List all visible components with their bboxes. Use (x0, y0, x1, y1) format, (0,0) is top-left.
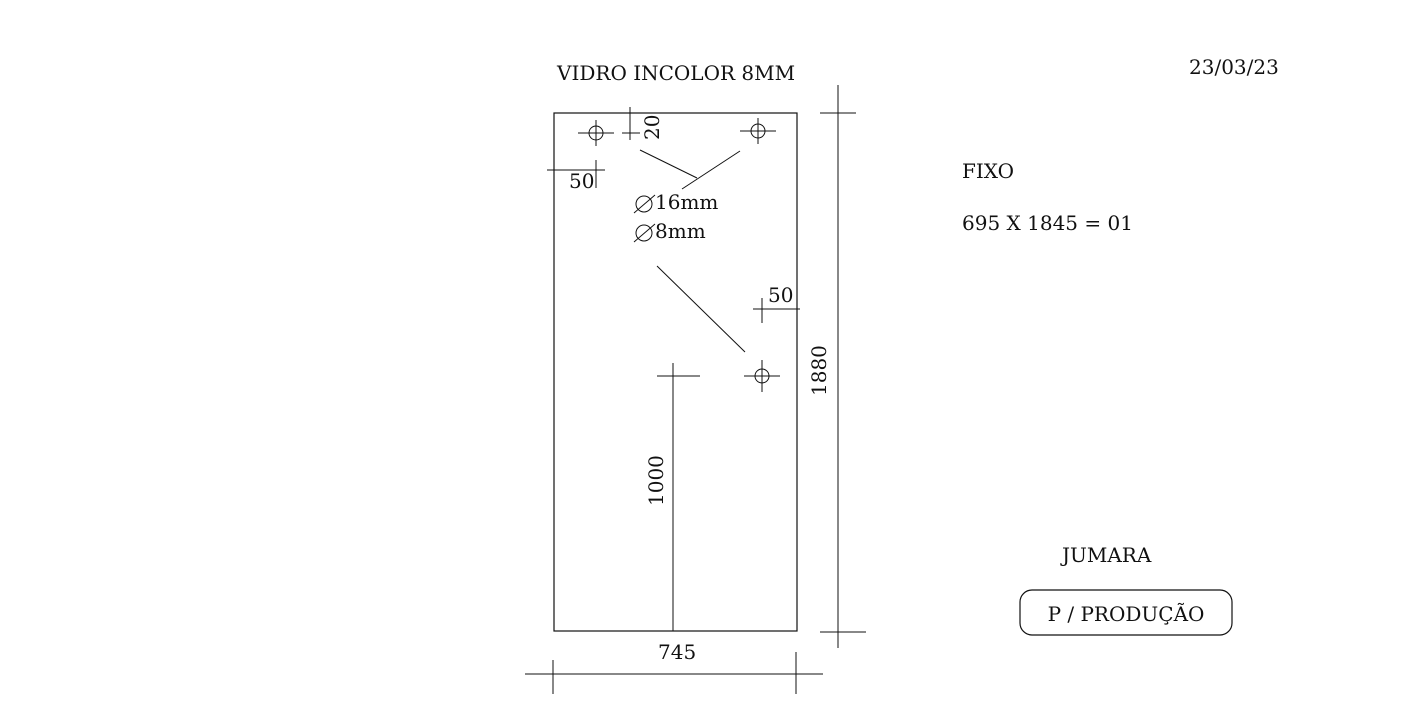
dimension-left-offset: 50 (547, 160, 605, 193)
date-text: 23/03/23 (1189, 55, 1279, 79)
piece-type-text: FIXO (962, 159, 1014, 183)
dimension-overall-height: 1880 (807, 85, 866, 648)
client-name-text: JUMARA (1060, 543, 1152, 567)
title-text: VIDRO INCOLOR 8MM (556, 61, 795, 85)
dimension-right-offset-label: 50 (768, 283, 793, 307)
dimension-left-offset-label: 50 (569, 169, 594, 193)
diameter-large-label: 16mm (655, 190, 718, 214)
dimension-right-offset: 50 (753, 283, 800, 323)
production-stamp-label: P / PRODUÇÃO (1048, 602, 1205, 626)
hole-right-middle (744, 360, 780, 392)
dimension-hole-height: 1000 (644, 363, 700, 631)
dimension-overall-height-label: 1880 (807, 345, 831, 396)
diameter-symbol-icon (635, 195, 653, 213)
diameter-note-large: 16mm (633, 190, 718, 214)
diameter-note-small: 8mm (633, 219, 706, 243)
diameter-symbol-icon (635, 224, 653, 242)
piece-dimensions-text: 695 X 1845 = 01 (962, 211, 1133, 235)
dimension-overall-width: 745 (525, 640, 823, 694)
dimension-overall-width-label: 745 (658, 640, 696, 664)
dimension-hole-height-label: 1000 (644, 455, 668, 506)
diameter-small-label: 8mm (655, 219, 706, 243)
dimension-top-offset-label: 20 (640, 115, 664, 140)
hole-top-left (578, 120, 614, 146)
leader-line-middle (656, 265, 746, 353)
production-stamp: P / PRODUÇÃO (1019, 589, 1233, 636)
leader-line-top-right (681, 150, 741, 190)
glass-panel-outline (553, 112, 798, 632)
dimension-top-offset: 20 (622, 107, 664, 140)
leader-line-top-left (639, 149, 698, 179)
hole-top-right (740, 118, 776, 144)
